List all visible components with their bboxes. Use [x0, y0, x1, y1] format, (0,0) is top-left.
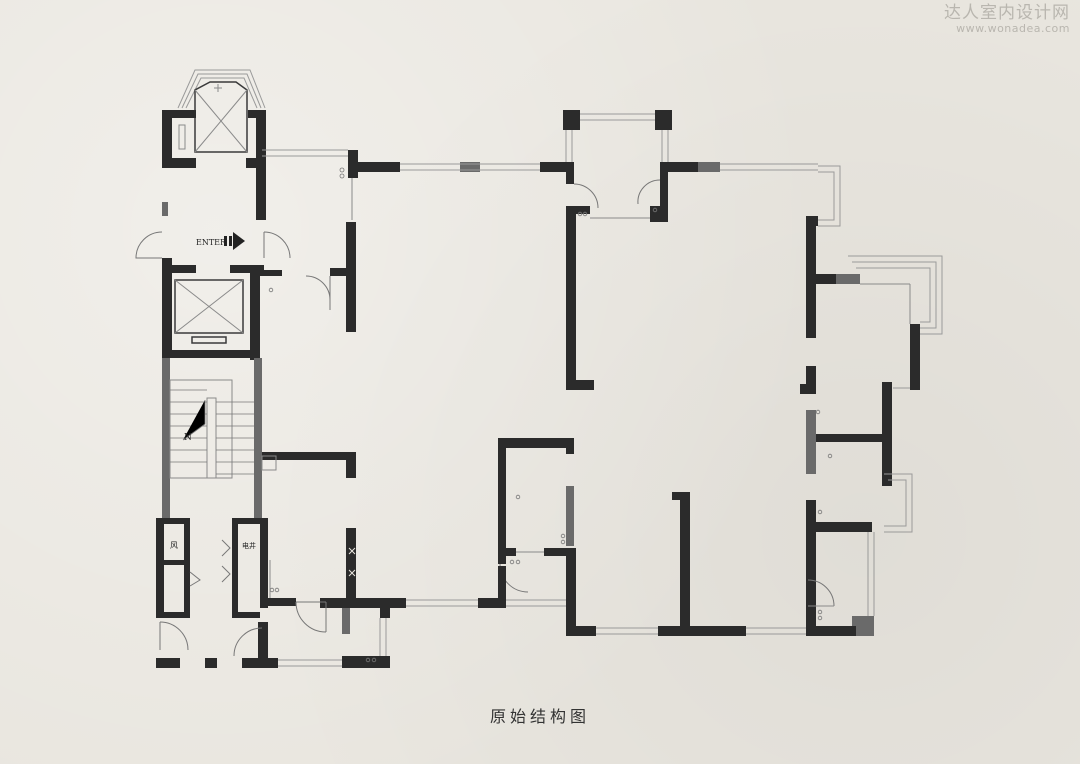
enter-arrow-icon — [224, 232, 245, 250]
staircase — [169, 379, 254, 479]
watermark: 达人室内设计网 www.wonadea.com — [944, 4, 1070, 35]
main-walls — [261, 110, 943, 668]
watermark-site-name: 达人室内设计网 — [944, 3, 1070, 23]
elevator-shaft-top — [178, 81, 248, 153]
core-walls — [156, 110, 282, 668]
diagram-caption: 原始结构图 — [489, 707, 590, 726]
room-tag-vent: 风 — [170, 541, 178, 550]
watermark-site-url: www.wonadea.com — [956, 21, 1070, 35]
room-tag-electric: 电井 — [242, 541, 256, 550]
stair-up-mark: N — [184, 433, 192, 443]
core-doors — [135, 231, 331, 657]
elevator-shaft-middle — [174, 279, 244, 344]
plumbing-points — [268, 167, 833, 663]
enter-label: ENTER — [196, 238, 227, 247]
top-bay-window — [177, 69, 266, 109]
